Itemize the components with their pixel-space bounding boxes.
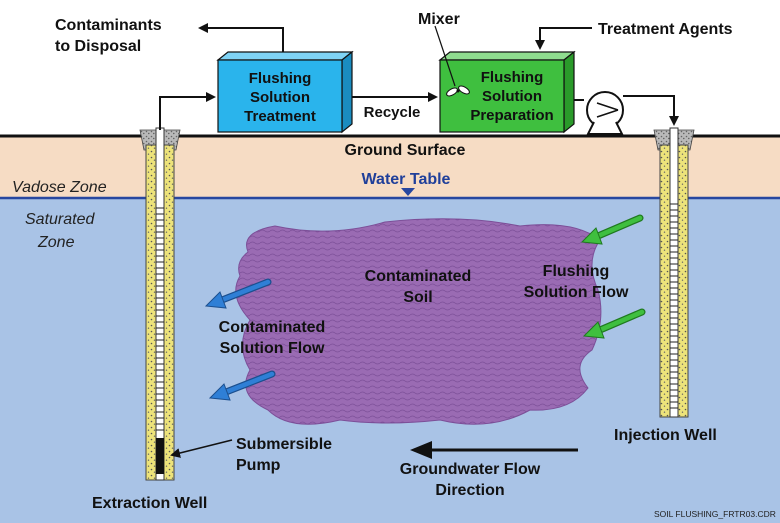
saturated-zone-label-line2: Zone xyxy=(37,234,75,251)
contaminants-label-line1: Contaminants xyxy=(55,17,162,34)
water-table-marker-icon xyxy=(401,188,415,196)
groundwater-flow-label-line2: Direction xyxy=(435,482,504,499)
contaminants-label-line2: to Disposal xyxy=(55,38,141,55)
water-table-label: Water Table xyxy=(362,171,451,188)
contaminated-soil-label-line2: Soil xyxy=(403,289,432,306)
treatment-box-line3: Treatment xyxy=(244,108,316,125)
pump-label-line2: Pump xyxy=(236,457,281,474)
recycle-label: Recycle xyxy=(364,104,421,121)
mixer-icon xyxy=(446,85,470,97)
flushing-solution-treatment-box xyxy=(216,50,354,134)
contaminated-flow-arrows xyxy=(204,278,276,401)
flushing-flow-arrows xyxy=(580,214,646,339)
injection-well-label: Injection Well xyxy=(614,427,717,444)
vadose-zone-label: Vadose Zone xyxy=(12,179,107,196)
treatment-box-line1: Flushing xyxy=(249,70,312,87)
extraction-well-label: Extraction Well xyxy=(92,495,207,512)
pump-icon xyxy=(156,438,164,474)
pump-icon xyxy=(586,91,624,135)
groundwater-flow-arrow xyxy=(410,441,578,459)
flushing-flow-label-line1: Flushing xyxy=(543,263,610,280)
contaminated-soil-label-line1: Contaminated xyxy=(365,268,472,285)
process-flow-lines xyxy=(159,23,679,458)
extraction-well xyxy=(139,127,181,481)
flushing-flow-label-line2: Solution Flow xyxy=(524,284,629,301)
saturated-zone-label-line1: Saturated xyxy=(25,211,95,228)
pump-label-line1: Submersible xyxy=(236,436,332,453)
vadose-zone-area xyxy=(0,136,780,198)
contaminated-flow-label-line2: Solution Flow xyxy=(220,340,325,357)
sky-area xyxy=(0,0,780,136)
contaminated-flow-label-line1: Contaminated xyxy=(219,319,326,336)
preparation-box-line3: Preparation xyxy=(470,107,553,124)
contaminated-soil-plume xyxy=(235,218,602,425)
ground-surface-label: Ground Surface xyxy=(345,142,466,159)
treatment-box-line2: Solution xyxy=(250,89,310,106)
mixer-pointer xyxy=(434,25,456,87)
groundwater-flow-label-line1: Groundwater Flow xyxy=(400,461,541,478)
treatment-agents-label: Treatment Agents xyxy=(598,21,733,38)
mixer-label: Mixer xyxy=(418,11,460,28)
injection-well xyxy=(653,127,695,418)
footer-filename: SOIL FLUSHING_FRTR03.CDR xyxy=(654,509,776,519)
preparation-box-line1: Flushing xyxy=(481,69,544,86)
flushing-solution-preparation-box xyxy=(438,50,576,134)
preparation-box-line2: Solution xyxy=(482,88,542,105)
